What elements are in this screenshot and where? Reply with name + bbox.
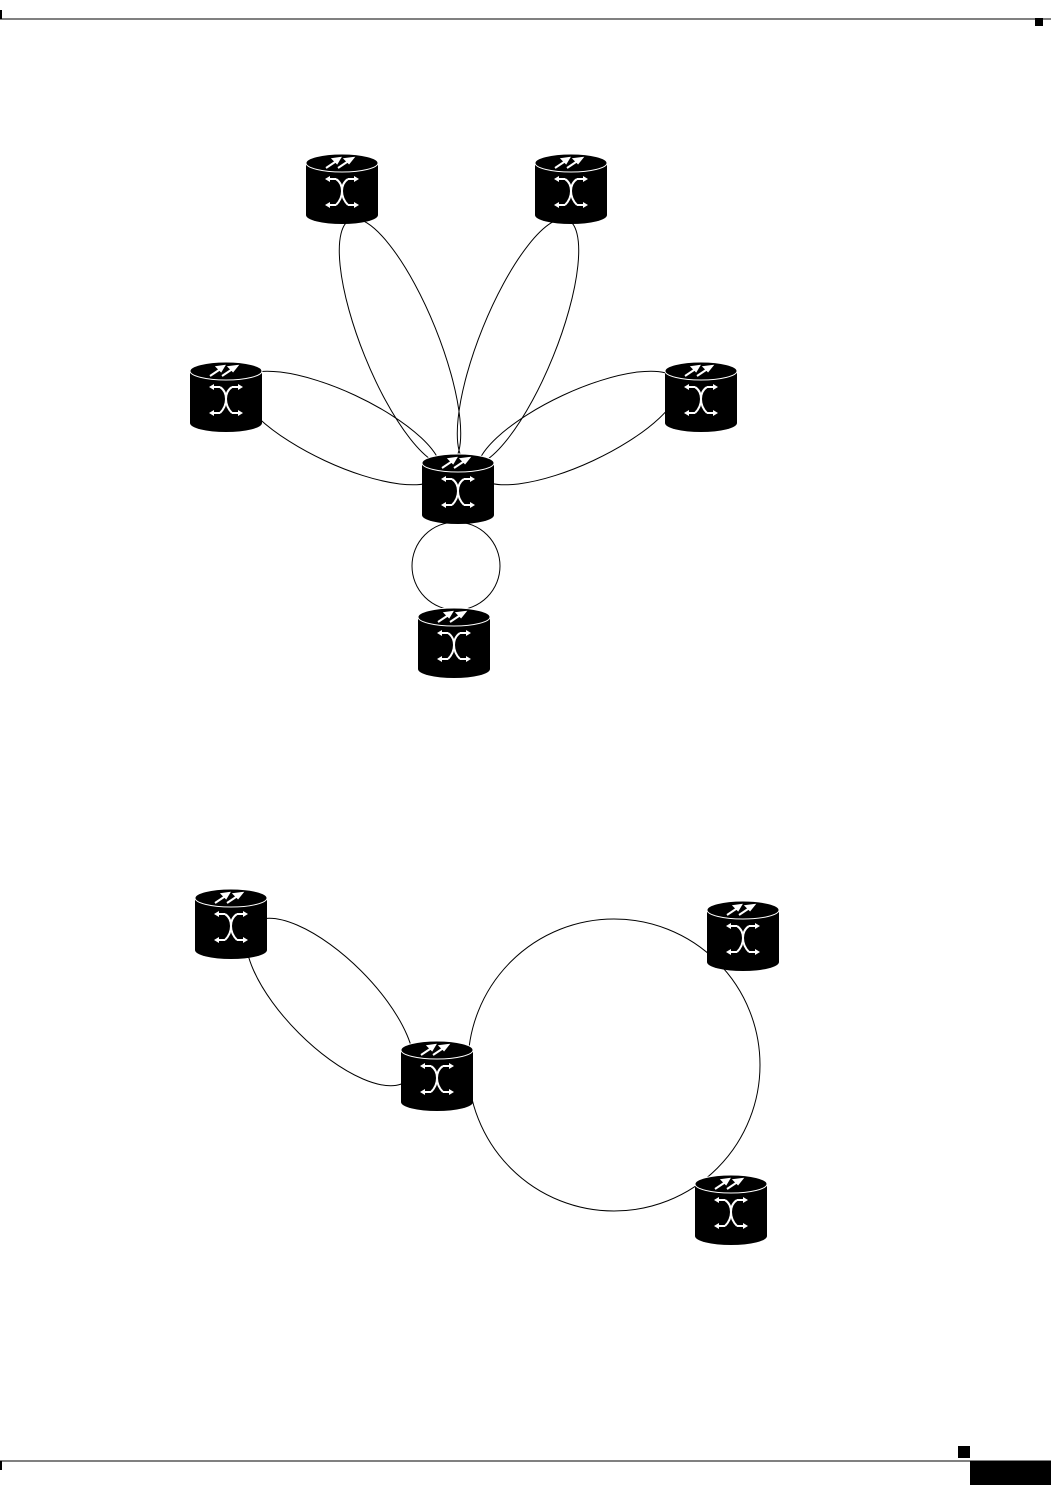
figure-2-nodes <box>195 889 779 1245</box>
node-hub-optical-switch-icon <box>401 1041 473 1111</box>
node-hub-optical-switch-icon <box>422 454 494 524</box>
footer-marker <box>958 1446 970 1458</box>
footer-left-tick <box>0 1461 2 1470</box>
figure-2-rings <box>221 893 760 1211</box>
node-top-left-optical-switch-icon <box>306 154 378 224</box>
node-bottom-right-optical-switch-icon <box>695 1175 767 1245</box>
figure-1-rings <box>225 205 693 610</box>
node-bottom-optical-switch-icon <box>418 608 490 678</box>
ring-hub-right <box>463 349 693 507</box>
node-top-right-optical-switch-icon <box>707 901 779 971</box>
node-right-optical-switch-icon <box>665 362 737 432</box>
page-footer <box>0 1446 1051 1485</box>
ring-hub-bottom <box>412 522 500 610</box>
page-header <box>0 10 1051 26</box>
figure-2-two-ring <box>195 889 779 1245</box>
node-top-right-optical-switch-icon <box>535 154 607 224</box>
header-left-tick <box>0 10 2 19</box>
ring-hub-top-left <box>315 205 484 478</box>
node-top-left-optical-switch-icon <box>195 889 267 959</box>
ring-hub-top-right <box>433 205 602 478</box>
node-left-optical-switch-icon <box>190 362 262 432</box>
footer-tab <box>970 1461 1051 1485</box>
figure-1-nodes <box>190 154 737 678</box>
header-marker <box>1035 18 1043 26</box>
figure-1-multi-ring <box>190 154 737 678</box>
